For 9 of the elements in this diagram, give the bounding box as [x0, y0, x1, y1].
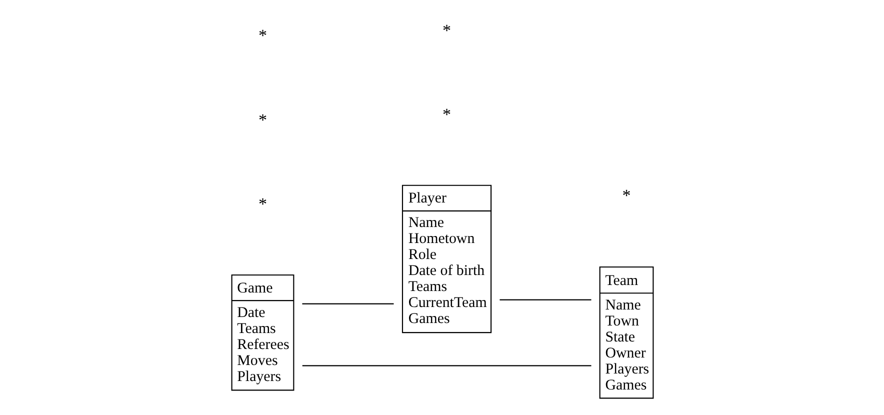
label: *: [258, 26, 267, 46]
label: *: [622, 186, 630, 206]
label: *: [442, 105, 451, 124]
connector: [302, 303, 394, 304]
connector: [499, 299, 591, 300]
connector: [302, 365, 591, 366]
label: *: [258, 194, 267, 214]
label: *: [258, 110, 267, 130]
label: *: [442, 20, 451, 40]
